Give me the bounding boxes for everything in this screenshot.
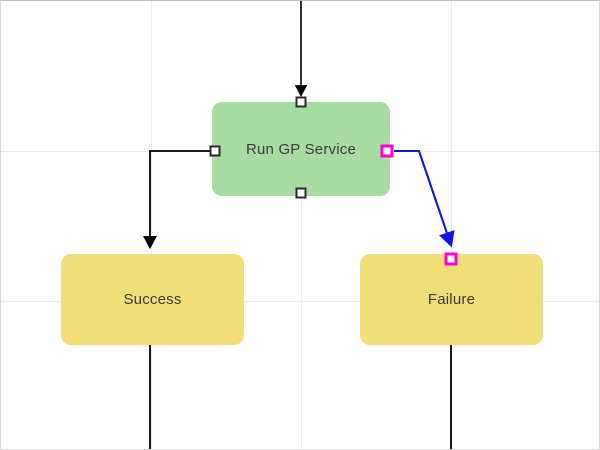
node-success[interactable]: Success (61, 254, 244, 345)
node-label: Run GP Service (245, 140, 357, 158)
node-run-gp-service[interactable]: Run GP Service (212, 102, 390, 196)
node-failure[interactable]: Failure (360, 254, 543, 345)
connector-handle-left[interactable] (209, 145, 221, 157)
node-label: Success (123, 291, 182, 308)
connector-handle-right-selected[interactable] (380, 144, 394, 158)
node-label: Failure (427, 291, 476, 308)
edge-endpoint-handle-failure[interactable] (444, 252, 458, 266)
connector-handle-bottom[interactable] (295, 187, 307, 199)
connector-handle-top[interactable] (295, 96, 307, 108)
